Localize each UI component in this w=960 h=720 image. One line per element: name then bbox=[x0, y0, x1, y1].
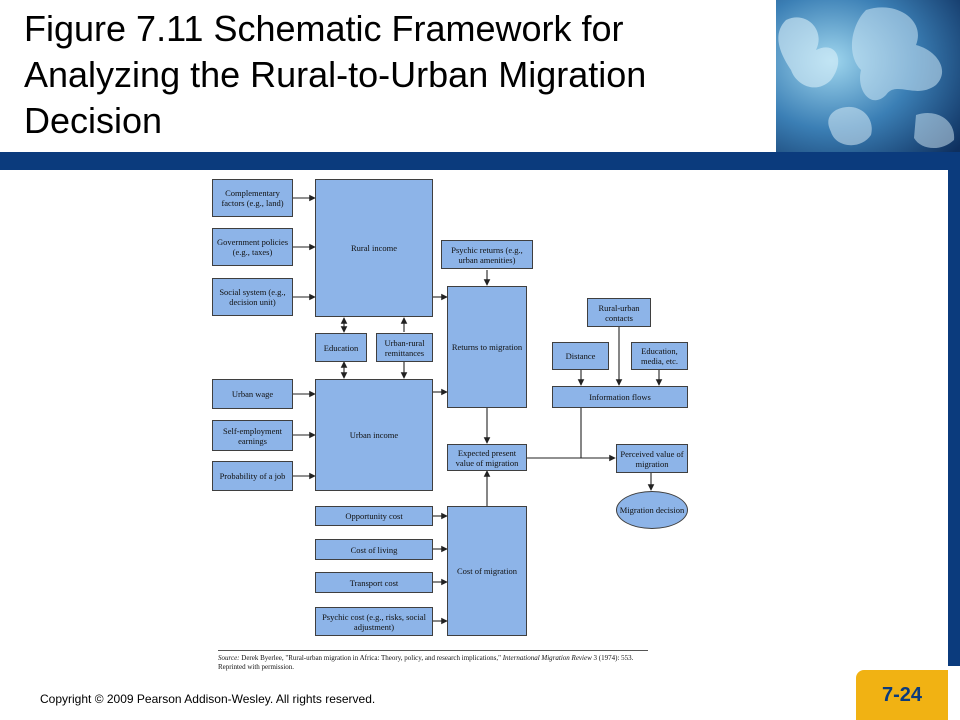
government-policies-box: Government policies (e.g., taxes) bbox=[212, 228, 293, 266]
source-text: Derek Byerlee, "Rural-urban migration in… bbox=[241, 654, 501, 662]
urban-wage-box: Urban wage bbox=[212, 379, 293, 409]
page-number-badge: 7-24 bbox=[856, 670, 948, 720]
right-frame-bar bbox=[948, 152, 960, 720]
title-divider-band bbox=[0, 152, 960, 170]
source-note: Source: Derek Byerlee, "Rural-urban migr… bbox=[218, 654, 648, 672]
slide-title: Figure 7.11 Schematic Framework for Anal… bbox=[24, 8, 647, 141]
remittances-box: Urban-rural remittances bbox=[376, 333, 433, 362]
rural-urban-contacts-box: Rural-urban contacts bbox=[587, 298, 651, 327]
cost-of-migration-box: Cost of migration bbox=[447, 506, 527, 636]
copyright-notice: Copyright © 2009 Pearson Addison-Wesley.… bbox=[40, 692, 376, 706]
self-employment-box: Self-employment earnings bbox=[212, 420, 293, 451]
distance-box: Distance bbox=[552, 342, 609, 370]
education-box: Education bbox=[315, 333, 367, 362]
migration-decision-node: Migration decision bbox=[616, 491, 688, 529]
opportunity-cost-box: Opportunity cost bbox=[315, 506, 433, 526]
social-system-box: Social system (e.g., decision unit) bbox=[212, 278, 293, 316]
education-media-box: Education, media, etc. bbox=[631, 342, 688, 370]
transport-cost-box: Transport cost bbox=[315, 572, 433, 593]
footer bbox=[0, 666, 960, 720]
source-journal: International Migration Review bbox=[502, 654, 592, 662]
source-label: Source: bbox=[218, 654, 240, 662]
globe-map-image bbox=[776, 0, 960, 152]
perceived-value-box: Perceived value of migration bbox=[616, 444, 688, 473]
cost-of-living-box: Cost of living bbox=[315, 539, 433, 560]
psychic-cost-box: Psychic cost (e.g., risks, social adjust… bbox=[315, 607, 433, 636]
expected-value-box: Expected present value of migration bbox=[447, 444, 527, 471]
complementary-factors-box: Complementary factors (e.g., land) bbox=[212, 179, 293, 217]
source-rest: 3 (1974): 553. Reprinted with permission… bbox=[218, 654, 634, 671]
psychic-returns-box: Psychic returns (e.g., urban amenities) bbox=[441, 240, 533, 269]
information-flows-box: Information flows bbox=[552, 386, 688, 408]
returns-to-migration-box: Returns to migration bbox=[447, 286, 527, 408]
probability-job-box: Probability of a job bbox=[212, 461, 293, 491]
urban-income-box: Urban income bbox=[315, 379, 433, 491]
source-rule bbox=[218, 650, 648, 651]
rural-income-box: Rural income bbox=[315, 179, 433, 317]
